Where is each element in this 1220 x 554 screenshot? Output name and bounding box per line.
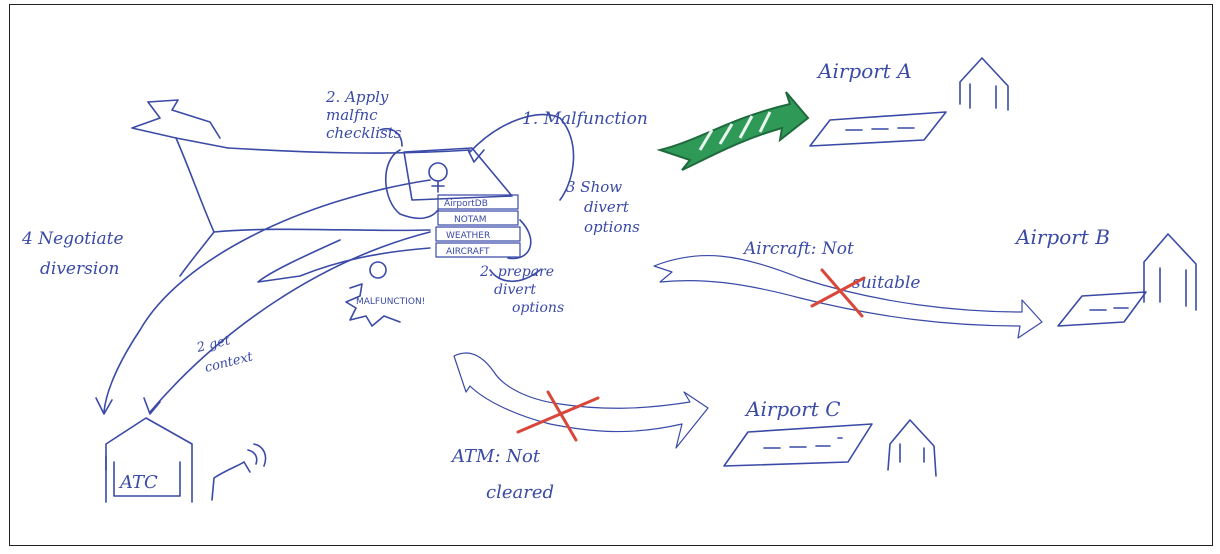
label-airport-c: Airport C [744, 397, 841, 421]
stack-label-notam: NOTAM [454, 215, 487, 225]
malfunction-burst: MALFUNCTION! [346, 262, 425, 326]
cross-airport-c [518, 392, 598, 440]
label-prepare-2: divert [494, 282, 536, 298]
label-malfunction: 1. Malfunction [522, 109, 648, 129]
route-airport-b [654, 256, 1042, 338]
route-airport-c [454, 353, 708, 448]
airport-c-icon [724, 420, 936, 476]
label-aircraft-2: suitable [852, 273, 920, 293]
aircraft-sketch [132, 100, 470, 282]
label-atm-1: ATM: Not [450, 446, 541, 467]
stack-label-aircraft: AIRCRAFT [446, 247, 490, 257]
label-aircraft-1: Aircraft: Not [742, 239, 854, 259]
label-apply-3: checklists [326, 124, 402, 142]
label-airport-b: Airport B [1014, 225, 1110, 249]
pilot-display [404, 148, 512, 200]
label-show-3: options [584, 218, 640, 236]
label-atc: ATC [118, 472, 158, 493]
data-stack: AirportDB NOTAM WEATHER AIRCRAFT [436, 195, 520, 257]
label-atm-2: cleared [486, 482, 554, 503]
label-show-2: divert [584, 198, 630, 216]
route-airport-a [660, 92, 808, 170]
label-getcontext-2: context [203, 349, 255, 376]
label-negotiate-2: diversion [40, 259, 119, 279]
label-prepare-1: 2. prepare [479, 264, 554, 280]
label-malfunction-burst: MALFUNCTION! [356, 297, 425, 307]
atc-building: ATC [106, 418, 266, 502]
label-show-1: 3 Show [566, 178, 622, 196]
stack-label-airportdb: AirportDB [444, 199, 488, 209]
label-prepare-3: options [512, 300, 564, 316]
label-apply-1: 2. Apply [325, 88, 389, 106]
label-negotiate-1: 4 Negotiate [21, 229, 124, 249]
label-apply-2: malfnc [326, 106, 378, 124]
stack-label-weather: WEATHER [446, 231, 490, 241]
label-airport-a: Airport A [816, 59, 912, 83]
